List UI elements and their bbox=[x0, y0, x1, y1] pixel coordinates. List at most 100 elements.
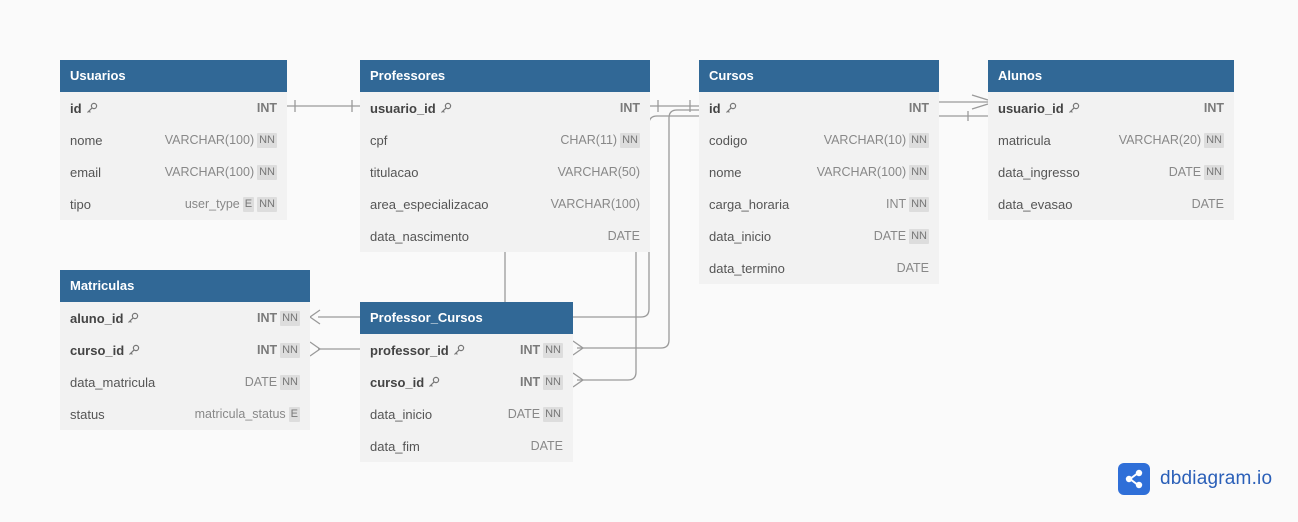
not-null-badge: NN bbox=[1204, 132, 1224, 148]
table-row[interactable]: data_evasao DATE bbox=[988, 188, 1234, 220]
field-name: tipo bbox=[70, 196, 91, 212]
table-header[interactable]: Usuarios bbox=[60, 60, 287, 92]
table-row[interactable]: titulacao VARCHAR(50) bbox=[360, 156, 650, 188]
field-type: user_type bbox=[184, 197, 240, 211]
field-type: DATE bbox=[244, 375, 278, 389]
field-type: DATE bbox=[607, 229, 640, 243]
dbdiagram-logo[interactable]: dbdiagram.io bbox=[1118, 463, 1272, 495]
field-type: VARCHAR(100) bbox=[550, 197, 640, 211]
field-type: INT bbox=[256, 343, 278, 357]
not-null-badge: NN bbox=[257, 196, 277, 212]
field-type: matricula_status bbox=[194, 407, 286, 421]
field-name: professor_id bbox=[370, 342, 449, 358]
field-type: VARCHAR(100) bbox=[164, 133, 255, 147]
field-name: carga_horaria bbox=[709, 196, 790, 212]
field-name: usuario_id bbox=[370, 100, 436, 116]
field-name-cell: data_inicio bbox=[370, 407, 508, 422]
field-type: VARCHAR(100) bbox=[816, 165, 907, 179]
not-null-badge: NN bbox=[909, 228, 929, 244]
field-type: DATE bbox=[896, 261, 929, 275]
field-name-cell: id bbox=[70, 101, 257, 116]
field-type: INT bbox=[1203, 101, 1224, 115]
not-null-badge: NN bbox=[543, 406, 563, 422]
not-null-badge: NN bbox=[543, 342, 563, 358]
table-row[interactable]: data_fim DATE bbox=[360, 430, 573, 462]
field-name-cell: data_inicio bbox=[709, 229, 874, 244]
rel-marker-many bbox=[309, 341, 322, 357]
field-type: VARCHAR(50) bbox=[557, 165, 640, 179]
rel-marker-many bbox=[308, 309, 321, 325]
field-name-cell: curso_id bbox=[370, 375, 520, 390]
table-header[interactable]: Alunos bbox=[988, 60, 1234, 92]
field-type: DATE bbox=[873, 229, 907, 243]
not-null-badge: NN bbox=[909, 164, 929, 180]
field-name: titulacao bbox=[370, 164, 419, 180]
field-name-cell: data_termino bbox=[709, 261, 897, 276]
field-name-cell: professor_id bbox=[370, 343, 520, 358]
field-name: nome bbox=[709, 164, 742, 180]
field-type: DATE bbox=[1191, 197, 1224, 211]
field-name: data_inicio bbox=[709, 228, 772, 244]
enum-badge: E bbox=[288, 406, 300, 422]
key-icon bbox=[725, 102, 737, 114]
key-icon bbox=[127, 312, 139, 324]
field-name: data_evasao bbox=[998, 196, 1073, 212]
field-type: INT bbox=[519, 375, 541, 389]
field-name-cell: carga_horaria bbox=[709, 197, 886, 212]
table-header[interactable]: Matriculas bbox=[60, 270, 310, 302]
field-name: matricula bbox=[998, 132, 1051, 148]
table-header[interactable]: Professores bbox=[360, 60, 650, 92]
table-header[interactable]: Professor_Cursos bbox=[360, 302, 573, 334]
field-type: VARCHAR(100) bbox=[164, 165, 255, 179]
table-header[interactable]: Cursos bbox=[699, 60, 939, 92]
key-icon bbox=[428, 376, 440, 388]
field-name-cell: nome bbox=[70, 133, 165, 148]
enum-badge: E bbox=[242, 196, 255, 212]
field-type: VARCHAR(10) bbox=[823, 133, 907, 147]
not-null-badge: NN bbox=[257, 164, 277, 180]
field-name-cell: data_matricula bbox=[70, 375, 245, 390]
field-name-cell: codigo bbox=[709, 133, 824, 148]
key-icon bbox=[440, 102, 452, 114]
field-type: INT bbox=[885, 197, 907, 211]
field-name: id bbox=[709, 100, 721, 116]
field-name-cell: matricula bbox=[998, 133, 1119, 148]
table-row[interactable]: nome VARCHAR(100)NN bbox=[699, 156, 939, 188]
field-name-cell: curso_id bbox=[70, 343, 257, 358]
field-type: CHAR(11) bbox=[560, 133, 618, 147]
field-type: DATE bbox=[530, 439, 563, 453]
field-type: INT bbox=[256, 101, 277, 115]
field-name: data_fim bbox=[370, 438, 420, 454]
field-name: cpf bbox=[370, 132, 388, 148]
